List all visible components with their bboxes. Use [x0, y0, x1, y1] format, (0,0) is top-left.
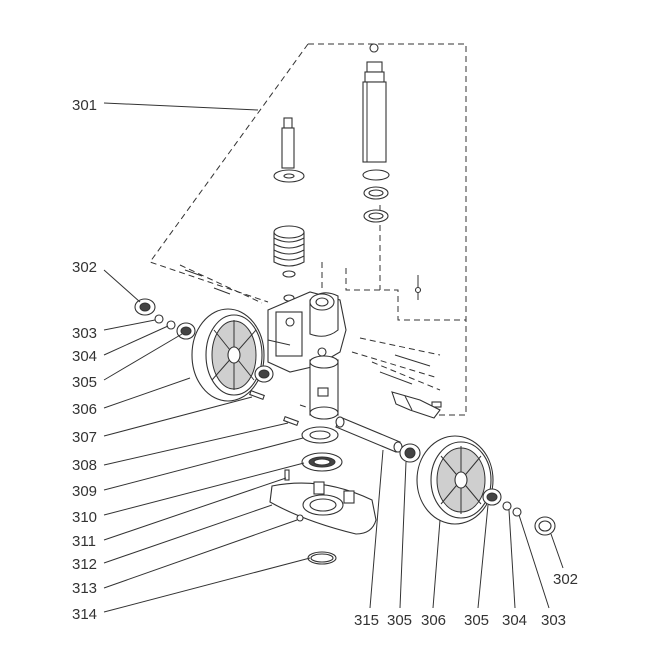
- label-303-bottom: 303: [541, 612, 566, 629]
- label-314: 314: [72, 606, 97, 623]
- pin-307: [249, 390, 265, 400]
- label-313: 313: [72, 580, 97, 597]
- small-fasteners: [184, 269, 442, 408]
- callout-labels: 301 302 303 304 305 306 307 308 309 310 …: [72, 97, 578, 629]
- right-bearing-stack: [482, 488, 556, 536]
- retaining-ring-314: [307, 551, 337, 565]
- thrust-bearing-310: [301, 452, 343, 472]
- label-306-bottom: 306: [421, 612, 446, 629]
- housing-cylinder: [309, 355, 339, 420]
- left-bearing-stack: [134, 298, 274, 383]
- label-303-left: 303: [72, 325, 97, 342]
- axle-315: [335, 416, 403, 453]
- label-312: 312: [72, 556, 97, 573]
- label-304-left: 304: [72, 348, 97, 365]
- thrust-washer-308: [301, 426, 339, 444]
- base-plate-312: [269, 481, 377, 535]
- pump-plunger-group: [273, 117, 305, 302]
- label-302-left: 302: [72, 259, 97, 276]
- pin-309: [283, 416, 299, 426]
- label-301: 301: [72, 97, 97, 114]
- label-302-right: 302: [553, 571, 578, 588]
- label-305-bottom-a: 305: [387, 612, 412, 629]
- label-308: 308: [72, 457, 97, 474]
- leader-lines: [103, 102, 564, 613]
- top-ring: [369, 43, 379, 53]
- label-304-bottom: 304: [502, 612, 527, 629]
- label-306-left: 306: [72, 401, 97, 418]
- label-305-bottom-b: 305: [464, 612, 489, 629]
- right-wheel: [416, 435, 494, 525]
- piston-rod-group: [362, 61, 390, 223]
- label-310: 310: [72, 509, 97, 526]
- label-311: 311: [72, 533, 96, 550]
- label-305-left: 305: [72, 374, 97, 391]
- label-309: 309: [72, 483, 97, 500]
- label-307: 307: [72, 429, 97, 446]
- label-315: 315: [354, 612, 379, 629]
- release-lever: [391, 391, 441, 419]
- right-inner-bearing: [399, 443, 421, 463]
- pin-311: [284, 469, 290, 481]
- left-wheel: [191, 308, 265, 402]
- assembly-outline: [149, 43, 467, 419]
- pump-housing: [267, 291, 347, 373]
